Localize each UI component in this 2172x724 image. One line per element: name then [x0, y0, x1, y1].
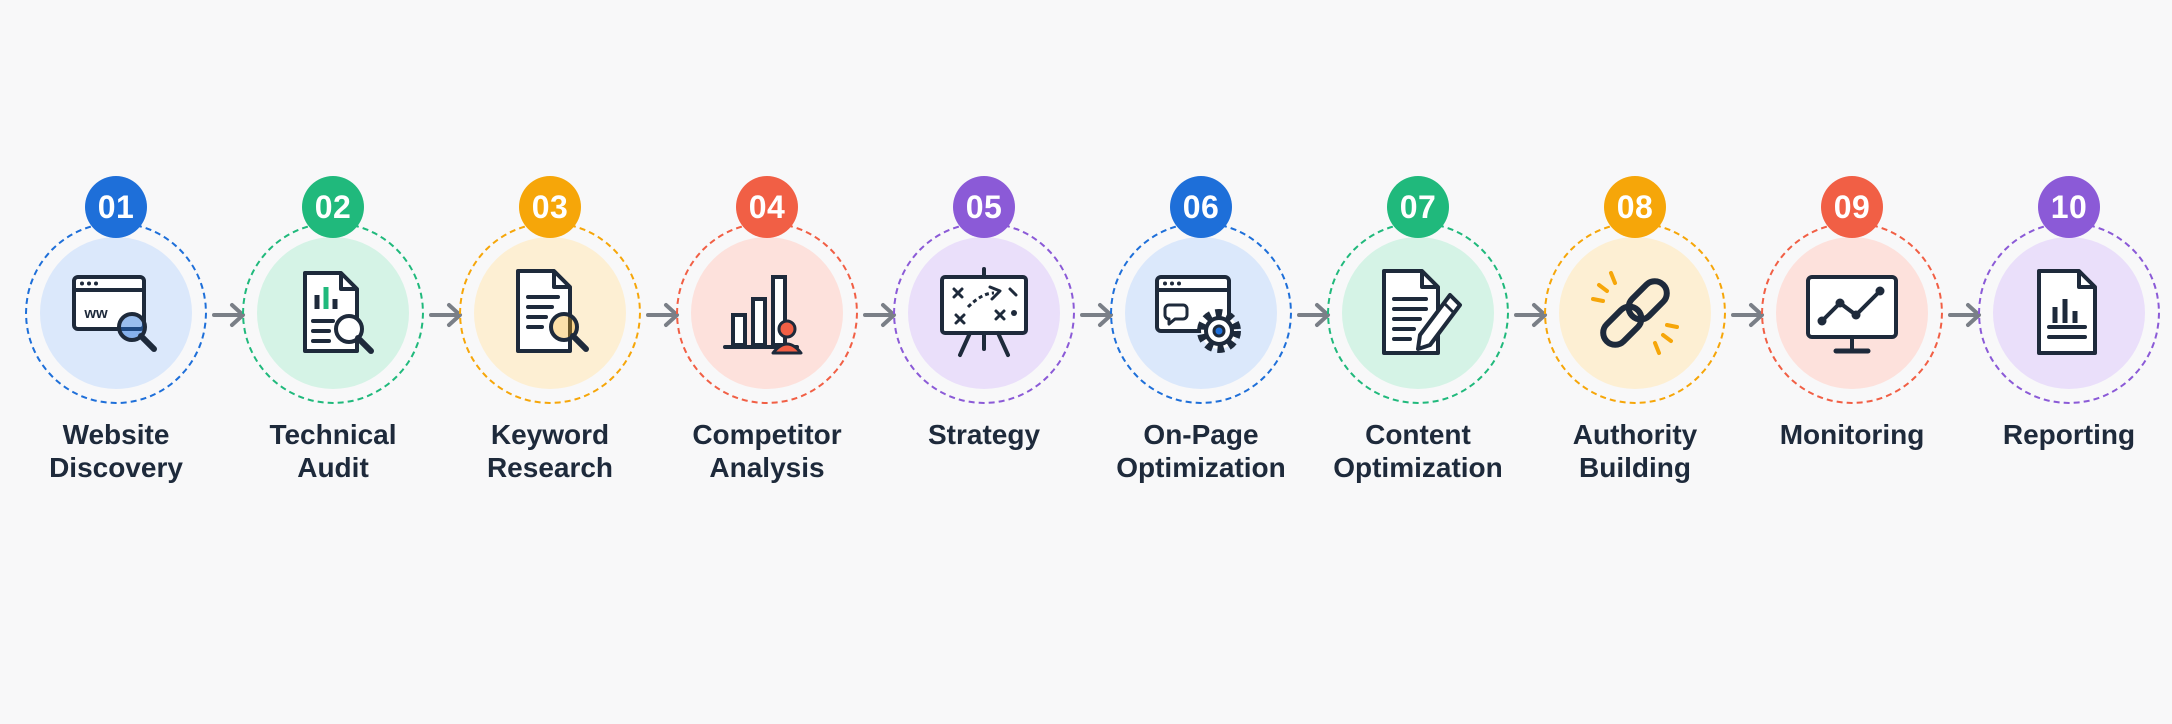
- step-number-badge: 05: [953, 176, 1015, 238]
- step-number-badge: 01: [85, 176, 147, 238]
- competitor-chart-icon: [717, 263, 817, 363]
- browser-gear-icon: [1151, 263, 1251, 363]
- step-number-badge: 04: [736, 176, 798, 238]
- step-label-line-2: Discovery: [49, 452, 183, 483]
- step-label-line-1: Content: [1365, 419, 1471, 450]
- step-label-line-1: On-Page: [1143, 419, 1259, 450]
- monitor-chart-icon: [1802, 263, 1902, 363]
- report-chart-icon: [2019, 263, 2119, 363]
- step-number-badge: 08: [1604, 176, 1666, 238]
- step-number-badge: 09: [1821, 176, 1883, 238]
- step-number-badge: 03: [519, 176, 581, 238]
- step-label-line-2: Research: [486, 452, 614, 483]
- step-label: Monitoring: [1730, 418, 1974, 451]
- document-pencil-icon: [1368, 263, 1468, 363]
- chain-link-icon: [1585, 263, 1685, 363]
- step-label-line-1: Keyword: [490, 419, 610, 450]
- step-label-line-2: Optimization: [1116, 452, 1286, 483]
- step-label: Strategy: [862, 418, 1106, 451]
- step-label-line-2: Analysis: [709, 452, 825, 483]
- step-label-line-1: Strategy: [927, 419, 1041, 450]
- strategy-board-icon: [934, 263, 1034, 363]
- icon-disc: [1559, 237, 1711, 389]
- step-number-badge: 02: [302, 176, 364, 238]
- step-number-badge: 06: [1170, 176, 1232, 238]
- process-step: 09 Monitoring: [1755, 172, 1955, 502]
- website-search-icon: ww: [66, 263, 166, 363]
- process-step: 10 Reporting: [1972, 172, 2172, 502]
- step-label-line-2: Audit: [297, 452, 369, 483]
- step-label-line-2: Optimization: [1333, 452, 1503, 483]
- step-label-line-1: Competitor: [692, 419, 842, 450]
- report-search-icon: [283, 263, 383, 363]
- step-number-badge: 07: [1387, 176, 1449, 238]
- process-step: 05 Strategy: [887, 172, 1087, 502]
- step-label-line-2: Building: [1579, 452, 1691, 483]
- step-label-line-1: Reporting: [2002, 419, 2136, 450]
- step-number-badge: 10: [2038, 176, 2100, 238]
- step-label: Reporting: [1947, 418, 2172, 451]
- svg-text:ww: ww: [83, 305, 108, 322]
- step-label-line-1: Monitoring: [1779, 419, 1925, 450]
- step-label-line-1: Authority: [1572, 419, 1698, 450]
- step-label-line-1: Website: [62, 419, 170, 450]
- document-search-icon: [500, 263, 600, 363]
- step-label-line-1: Technical: [269, 419, 397, 450]
